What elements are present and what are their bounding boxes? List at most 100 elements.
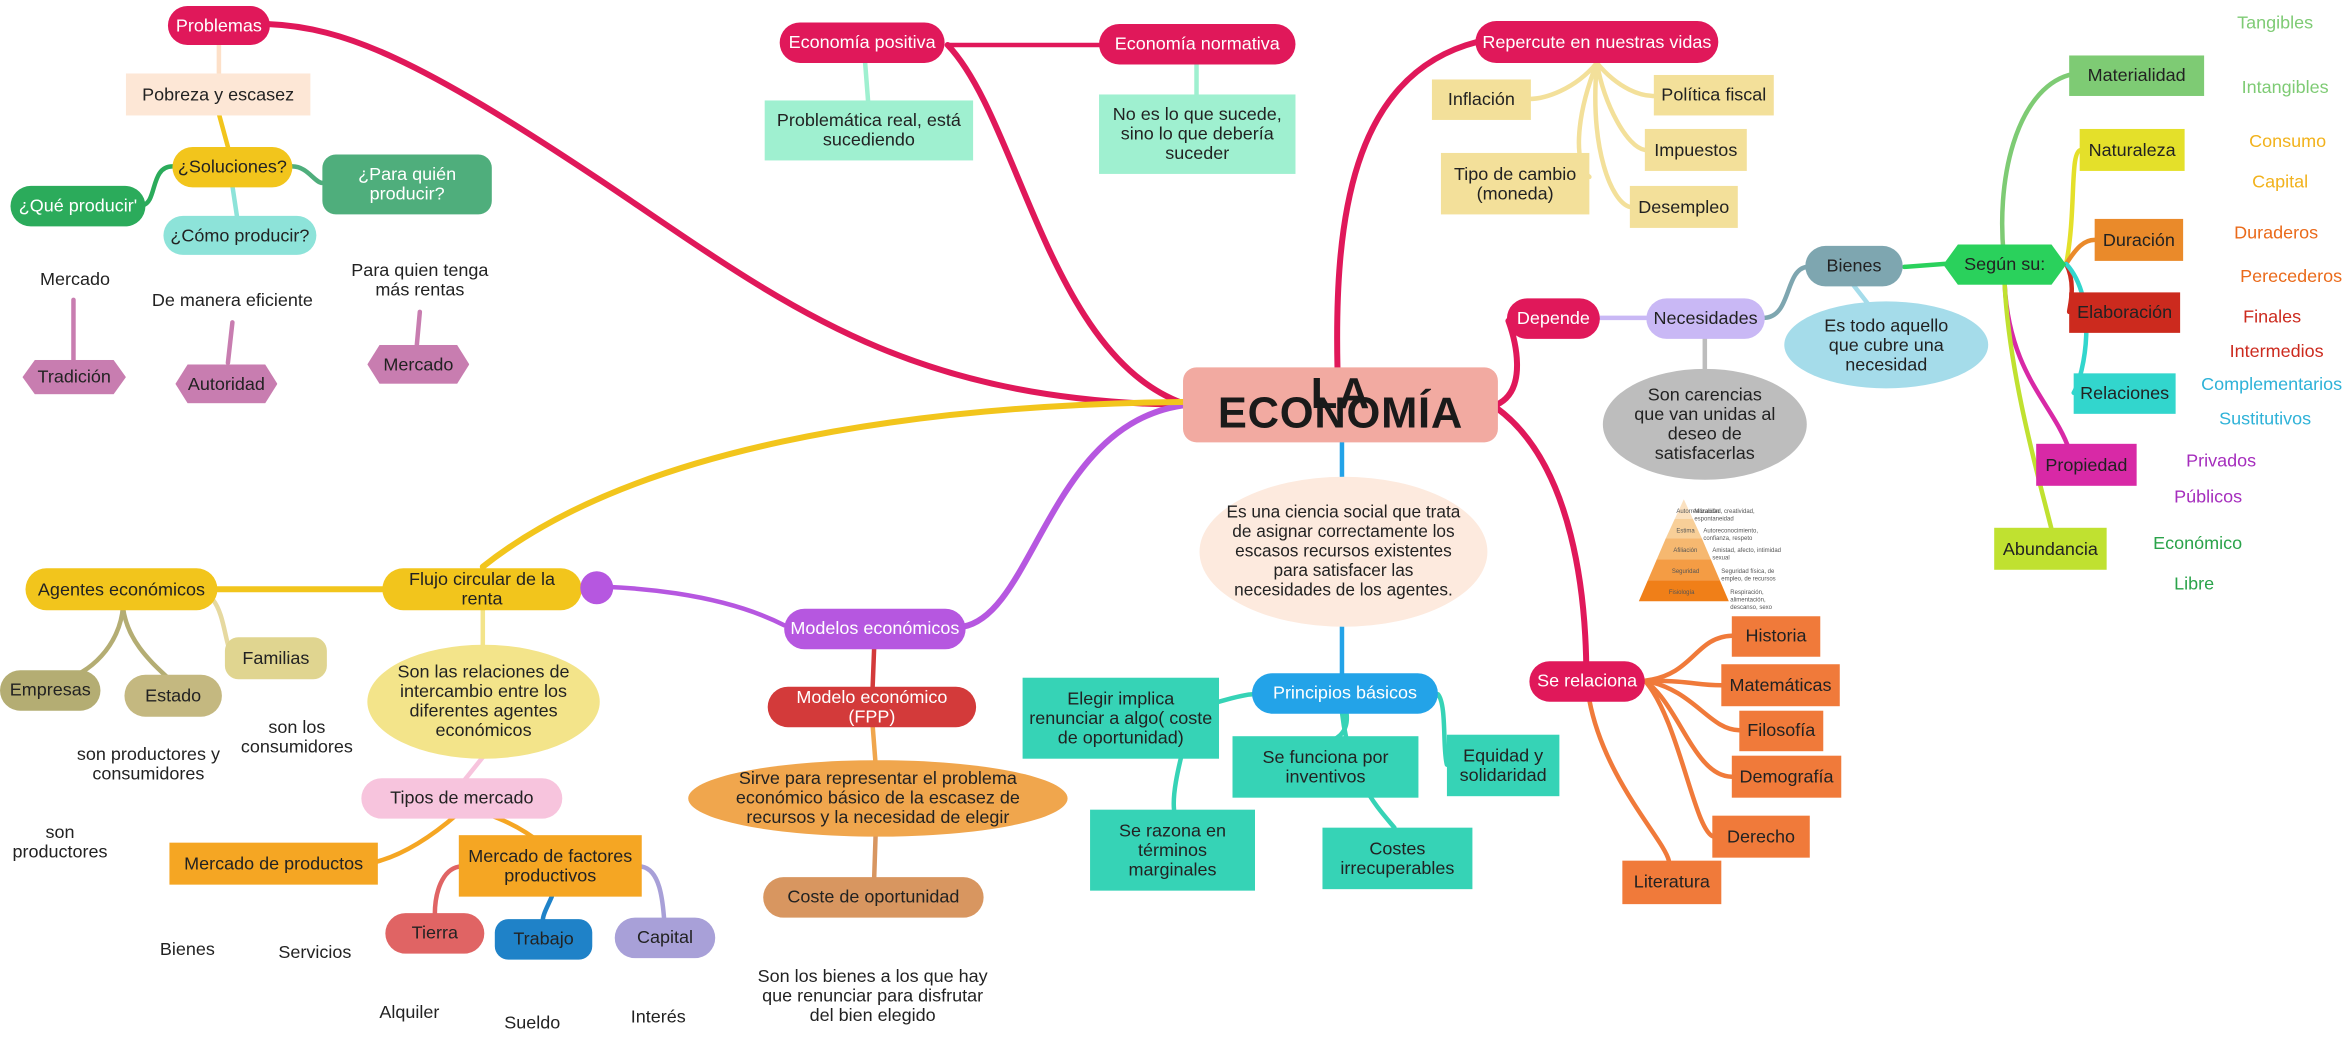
- bienes-text: Bienes: [159, 938, 215, 960]
- relaciones-node[interactable]: Relaciones: [2073, 373, 2176, 414]
- mercado-productos-node[interactable]: Mercado de productos: [169, 842, 378, 885]
- repercute-node[interactable]: Repercute en nuestras vidas: [1475, 20, 1719, 63]
- materialidad-node[interactable]: Materialidad: [2069, 55, 2205, 96]
- politica-fiscal-node[interactable]: Política fiscal: [1653, 74, 1774, 116]
- link-relaciona: [1493, 404, 1590, 681]
- coste-desc: Son los bienes a los que hay que renunci…: [757, 965, 988, 1026]
- matematicas-node[interactable]: Matemáticas: [1721, 664, 1840, 707]
- collapse-dot[interactable]: [580, 571, 614, 605]
- problemas-node[interactable]: Problemas: [167, 5, 270, 45]
- relaciona-node[interactable]: Se relaciona: [1529, 661, 1645, 702]
- perecederos-label: Perecederos: [2240, 265, 2343, 287]
- productores-text: son productores: [12, 821, 108, 863]
- economico-label: Económico: [2153, 532, 2243, 554]
- para-quien-node[interactable]: ¿Para quién producir?: [322, 154, 492, 215]
- tipo-cambio-node[interactable]: Tipo de cambio (moneda): [1440, 152, 1590, 215]
- desempleo-node[interactable]: Desempleo: [1629, 185, 1738, 228]
- necesidades-desc[interactable]: Son carencias que van unidas al deseo de…: [1602, 368, 1807, 480]
- inflacion-node[interactable]: Inflación: [1431, 79, 1531, 120]
- pyramid-note-2: Autoreconocimiento, confianza, respeto: [1703, 526, 1758, 542]
- link-repercute: [1334, 38, 1480, 371]
- complementarios-label: Complementarios: [2201, 373, 2343, 395]
- naturaleza-node[interactable]: Naturaleza: [2079, 128, 2185, 171]
- pobreza-node[interactable]: Pobreza y escasez: [125, 73, 311, 116]
- pyramid-level-5: Fisiología: [1668, 587, 1695, 596]
- definition-node[interactable]: Es una ciencia social que trata de asign…: [1199, 476, 1488, 627]
- servicios-text: Servicios: [278, 941, 352, 963]
- segun-node[interactable]: Según su:: [1943, 244, 2067, 285]
- pyramid-note-1: Moralidad, creatividad, espontaneidad: [1694, 506, 1755, 522]
- mercado-text: Mercado: [39, 268, 110, 290]
- pyramid-note-5: Respiración, alimentación, descanso, sex…: [1730, 587, 1772, 611]
- duraderos-label: Duraderos: [2234, 221, 2319, 243]
- principios-node[interactable]: Principios básicos: [1251, 673, 1438, 714]
- principio-marginales[interactable]: Se razona en términos marginales: [1090, 809, 1255, 891]
- principio-equidad[interactable]: Equidad y solidaridad: [1446, 734, 1560, 797]
- pyramid-note-3: Amistad, afecto, intimidad sexual: [1712, 545, 1782, 561]
- que-producir-node[interactable]: ¿Qué producir': [10, 185, 146, 227]
- pyramid-note-4: Seguridad física, de empleo, de recursos: [1721, 566, 1776, 582]
- filosofia-node[interactable]: Filosofía: [1739, 710, 1824, 752]
- eficiente-text: De manera eficiente: [151, 289, 313, 311]
- interes-text: Interés: [630, 1006, 686, 1028]
- depende-node[interactable]: Depende: [1506, 298, 1600, 339]
- rentas-text: Para quien tenga más rentas: [351, 259, 489, 300]
- consumidores-text: son los consumidores: [240, 716, 353, 758]
- principio-costes[interactable]: Costes irrecuperables: [1322, 827, 1473, 890]
- bienes-node[interactable]: Bienes: [1805, 245, 1903, 287]
- privados-label: Privados: [2186, 449, 2257, 471]
- pyramid-graphic: [1638, 499, 1729, 602]
- mercado-factores-node[interactable]: Mercado de factores productivos: [458, 835, 642, 897]
- flujo-desc[interactable]: Son las relaciones de intercambio entre …: [367, 644, 600, 759]
- bienes-desc[interactable]: Es todo aquello que cubre una necesidad: [1784, 301, 1989, 389]
- duracion-node[interactable]: Duración: [2094, 218, 2184, 261]
- publicos-label: Públicos: [2174, 485, 2243, 507]
- positiva-desc[interactable]: Problemática real, está sucediendo: [764, 100, 974, 161]
- mercado-hex-node[interactable]: Mercado: [367, 344, 470, 384]
- pyramid-level-1: Autorrealización: [1676, 506, 1720, 515]
- trabajo-node[interactable]: Trabajo: [494, 919, 593, 960]
- como-producir-node[interactable]: ¿Cómo producir?: [163, 215, 317, 255]
- alquiler-text: Alquiler: [379, 1001, 440, 1023]
- pyramid-level-4: Seguridad: [1671, 566, 1700, 575]
- flujo-node[interactable]: Flujo circular de la renta: [382, 568, 582, 611]
- sueldo-text: Sueldo: [504, 1012, 561, 1034]
- literatura-node[interactable]: Literatura: [1622, 860, 1722, 905]
- fpp-node[interactable]: Modelo económico (FPP): [767, 686, 977, 728]
- positiva-node[interactable]: Economía positiva: [779, 22, 945, 63]
- tangibles-label: Tangibles: [2237, 11, 2314, 33]
- abundancia-node[interactable]: Abundancia: [1994, 527, 2107, 570]
- familias-node[interactable]: Familias: [224, 637, 327, 680]
- principio-elegir[interactable]: Elegir implica renunciar a algo( coste d…: [1022, 677, 1220, 759]
- capital-node[interactable]: Capital: [614, 917, 716, 959]
- pyramid-level-3: Afiliación: [1673, 545, 1698, 554]
- fpp-desc[interactable]: Sirve para representar el problema econó…: [688, 760, 1068, 837]
- libre-label: Libre: [2174, 572, 2215, 594]
- finales-label: Finales: [2243, 305, 2302, 327]
- derecho-node[interactable]: Derecho: [1712, 815, 1810, 858]
- coste-oportunidad-node[interactable]: Coste de oportunidad: [763, 877, 984, 918]
- normativa-node[interactable]: Economía normativa: [1099, 23, 1296, 65]
- necesidades-node[interactable]: Necesidades: [1646, 298, 1765, 339]
- agentes-node[interactable]: Agentes económicos: [25, 568, 218, 611]
- empresas-node[interactable]: Empresas: [0, 670, 101, 711]
- link-modelos: [959, 401, 1191, 630]
- modelos-node[interactable]: Modelos económicos: [784, 608, 966, 650]
- historia-node[interactable]: Historia: [1731, 616, 1821, 657]
- autoridad-node[interactable]: Autoridad: [175, 364, 278, 404]
- soluciones-node[interactable]: ¿Soluciones?: [172, 146, 293, 188]
- principio-incentivos[interactable]: Se funciona por inventivos: [1232, 736, 1419, 798]
- tradicion-node[interactable]: Tradición: [22, 359, 126, 395]
- elaboracion-node[interactable]: Elaboración: [2069, 292, 2181, 333]
- link-positiva: [944, 41, 1191, 408]
- demografia-node[interactable]: Demografía: [1731, 755, 1842, 798]
- impuestos-node[interactable]: Impuestos: [1644, 128, 1747, 171]
- tipos-mercado-node[interactable]: Tipos de mercado: [361, 778, 563, 819]
- estado-node[interactable]: Estado: [124, 674, 222, 717]
- prod-cons-text: son productores y consumidores: [76, 743, 220, 785]
- link-flujo: [479, 398, 1191, 570]
- propiedad-node[interactable]: Propiedad: [2036, 443, 2137, 486]
- normativa-desc[interactable]: No es lo que sucede, sino lo que debería…: [1099, 94, 1296, 174]
- tierra-node[interactable]: Tierra: [385, 913, 485, 954]
- central-topic[interactable]: LA ECONOMÍA: [1183, 367, 1498, 443]
